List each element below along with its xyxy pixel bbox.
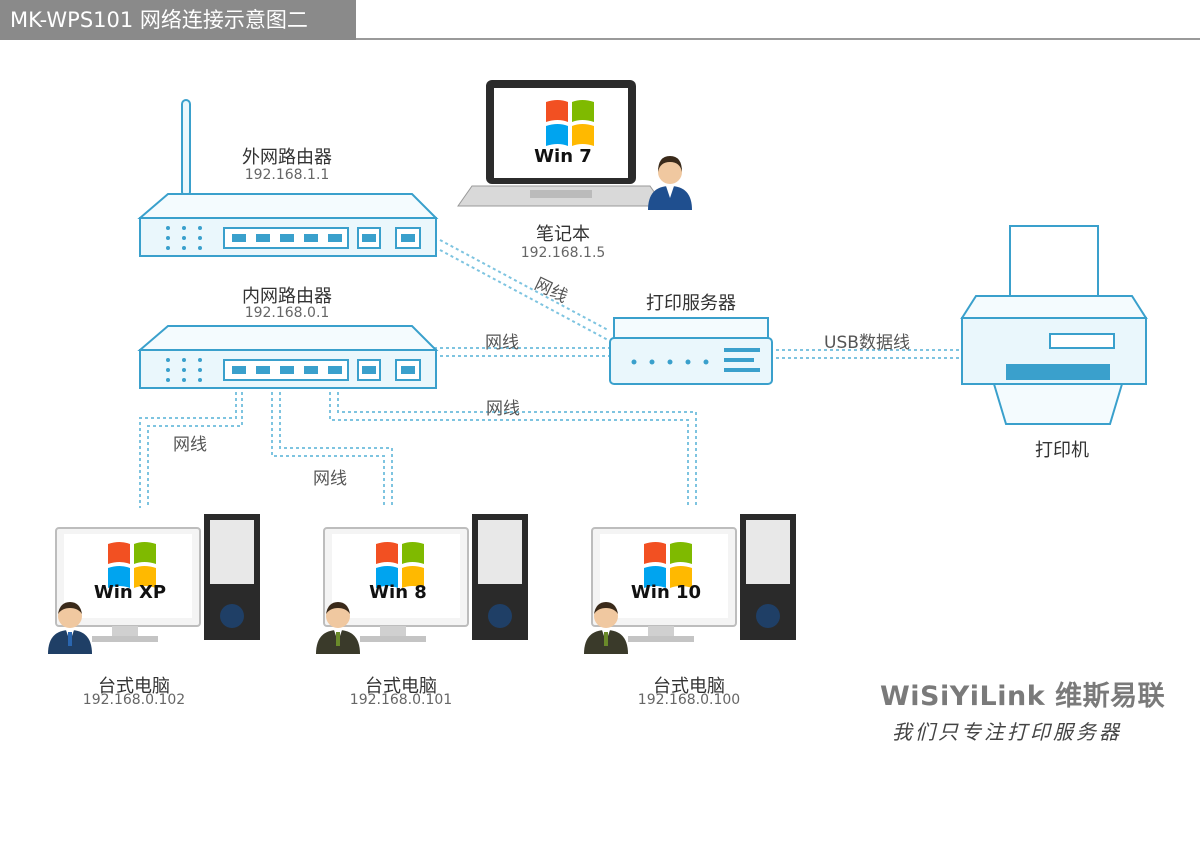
user-icon: [48, 602, 92, 654]
desktop-3-name: 台式电脑: [653, 676, 725, 697]
windows-logo-icon: [644, 542, 692, 588]
desktop-2-os-label: Win 8: [369, 582, 427, 603]
windows-logo-icon: [108, 542, 156, 588]
wire-label-desktop-3: 网线: [486, 399, 520, 419]
desktop-3: [591, 514, 796, 642]
brand-slogan: 我们只专注打印服务器: [892, 720, 1122, 744]
user-icon: [316, 602, 360, 654]
wire-desktop-2: [271, 392, 393, 508]
user-icon: [584, 602, 628, 654]
wires: [139, 239, 962, 508]
diagram-title: MK-WPS101 网络连接示意图二: [0, 0, 356, 40]
user-icon: [648, 156, 692, 210]
wire-inner-router-print-server: [434, 347, 610, 357]
router-antenna: [181, 99, 191, 197]
desktop-1-os-label: Win XP: [93, 582, 167, 603]
printer-name: 打印机: [1035, 440, 1089, 461]
outer-router: [137, 99, 439, 257]
brand-name: WiSiYiLink 维斯易联: [880, 681, 1166, 712]
wire-label-desktop-1: 网线: [173, 435, 207, 455]
desktop-1-name: 台式电脑: [98, 676, 170, 697]
print-server-name: 打印服务器: [646, 293, 736, 314]
wire-label-inner-router: 网线: [485, 333, 519, 353]
printer: [960, 225, 1148, 425]
wire-desktop-3: [329, 392, 697, 508]
title-rule: [356, 38, 1200, 40]
desktop-1: [55, 514, 260, 642]
desktop-2-name: 台式电脑: [365, 676, 437, 697]
outer-router-ip: 192.168.1.1: [244, 167, 330, 183]
wire-label-usb: USB数据线: [824, 333, 910, 353]
inner-router: [137, 325, 439, 389]
desktop-2-ip: 192.168.0.101: [349, 692, 453, 708]
desktop-1-ip: 192.168.0.102: [82, 692, 186, 708]
wire-desktop-1: [139, 392, 243, 508]
outer-router-name: 外网路由器: [242, 147, 332, 168]
windows-logo-icon: [376, 542, 424, 588]
windows-logo-icon: [546, 100, 594, 146]
desktop-3-ip: 192.168.0.100: [637, 692, 741, 708]
laptop-name: 笔记本: [536, 224, 590, 245]
wire-usb-printer: [770, 349, 962, 359]
desktop-3-os-label: Win 10: [630, 582, 702, 603]
laptop-ip: 192.168.1.5: [520, 245, 606, 261]
wire-label-desktop-2: 网线: [313, 469, 347, 489]
wire-outer-router-print-server: [439, 239, 609, 341]
inner-router-ip: 192.168.0.1: [244, 305, 330, 321]
laptop-os-label: Win 7: [534, 146, 592, 167]
desktop-2: [323, 514, 528, 642]
inner-router-name: 内网路由器: [242, 286, 332, 307]
print-server: [609, 317, 773, 385]
